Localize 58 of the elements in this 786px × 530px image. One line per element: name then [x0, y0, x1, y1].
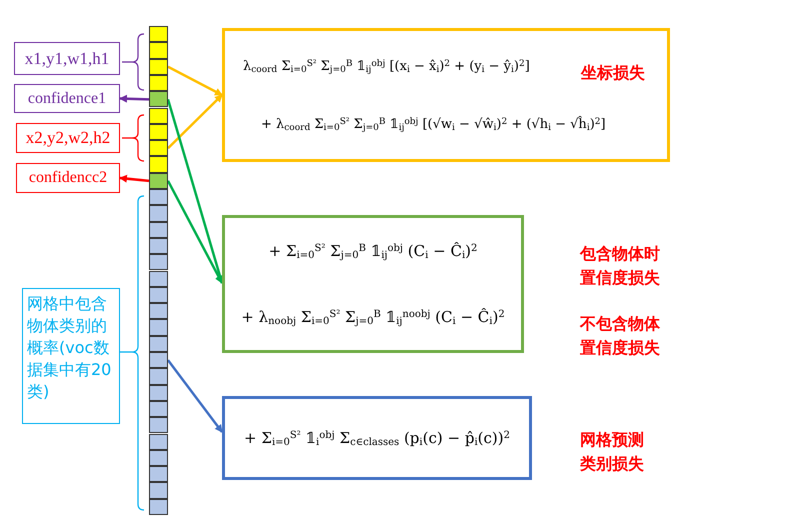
grid-cell [149, 498, 168, 515]
arrow [167, 94, 223, 150]
grid-cell [149, 222, 168, 238]
grid-cell [149, 140, 168, 156]
arrow [119, 94, 150, 103]
grid-cell [149, 286, 168, 304]
loss-label: 坐标损失 [581, 62, 645, 84]
label-box [14, 42, 120, 75]
loss-label: 不包含物体置信度损失 [580, 313, 661, 359]
label-text: confidence1 [28, 88, 106, 108]
grid-cell [149, 450, 168, 466]
label-text: confidencc2 [28, 168, 108, 188]
grid-cell [149, 124, 168, 140]
label-box [22, 288, 120, 424]
label-box [14, 84, 120, 113]
grid-cell [149, 400, 168, 418]
grid-cell [149, 384, 168, 401]
label-text: 网格中包含物体类别的概率(voc数据集中有20类) [27, 293, 112, 403]
formula: λ$_{coord}$ Σ$_{i=0}$$^{S²}$ Σ$_{j=0}$$^{B}$ 𝟙$_{ij}$$^{obj}$ [(x$_{i}$ − x̂$_{i}$)$^{2}$ + (y$_{i}$ − ŷ$_{i}$)$^{2}$] [243, 58, 530, 76]
grid-cell [149, 434, 168, 450]
grid-cell [149, 254, 168, 270]
grid-cell [149, 26, 168, 42]
arrow [167, 359, 223, 433]
grid-cell [149, 74, 168, 92]
grid-cell [149, 368, 168, 385]
grid-cell [149, 417, 168, 434]
label-box [16, 123, 120, 153]
grid-cell [149, 352, 168, 368]
grid-cell [149, 482, 168, 499]
grid-cell [149, 172, 168, 189]
grid-cell [149, 189, 168, 206]
grid-cell [149, 91, 168, 108]
formula: + Σ$_{i=0}$$^{S²}$ Σ$_{j=0}$$^{B}$ 𝟙$_{ij}$$^{obj}$ (C$_{i}$ − Ĉ$_{i}$)$^{2}$ [268, 240, 478, 262]
loss-label: 网格预测类别损失 [580, 429, 645, 475]
arrow [166, 180, 224, 284]
arrow [119, 174, 150, 183]
grid-cell [149, 303, 168, 320]
formula: + λ$_{noobj}$ Σ$_{i=0}$$^{S²}$ Σ$_{j=0}$$^{B}$ 𝟙$_{ij}$$^{noobj}$ (C$_{i}$ − Ĉ$_{i}$)$^{2}$ [241, 306, 505, 328]
label-text: x1,y1,w1,h1 [24, 48, 110, 70]
loss-label: 包含物体时置信度损失 [580, 243, 661, 289]
formula-box [222, 396, 532, 480]
grid-cell [149, 319, 168, 336]
grid-cell [149, 205, 168, 222]
grid-cell [149, 108, 168, 124]
grid-cell [149, 238, 168, 254]
grid-cell [149, 156, 168, 173]
formula: + Σ$_{i=0}$$^{S²}$ 𝟙$_{i}$$^{obj}$ Σ$_{c∈classes}$ (p$_{i}$(c) − p̂$_{i}$(c))$^{2}$ [244, 428, 510, 450]
grid-cell [149, 42, 168, 59]
label-box [16, 163, 120, 193]
formula: + λ$_{coord}$ Σ$_{i=0}$$^{S²}$ Σ$_{j=0}$$^{B}$ 𝟙$_{ij}$$^{obj}$ [(√w$_{i}$ − √ŵ$_{i}$)$^{2}$ + (√h$_{i}$ − √ĥ$_{i}$)$^{2}$] [261, 115, 606, 134]
grid-cell [149, 466, 168, 482]
grid-cell [149, 58, 168, 75]
label-text: x2,y2,w2,h2 [26, 127, 110, 150]
grid-cell [149, 336, 168, 352]
arrow [167, 66, 223, 96]
formula-box [222, 28, 670, 162]
formula-box [222, 215, 524, 353]
grid-cell [149, 270, 168, 287]
